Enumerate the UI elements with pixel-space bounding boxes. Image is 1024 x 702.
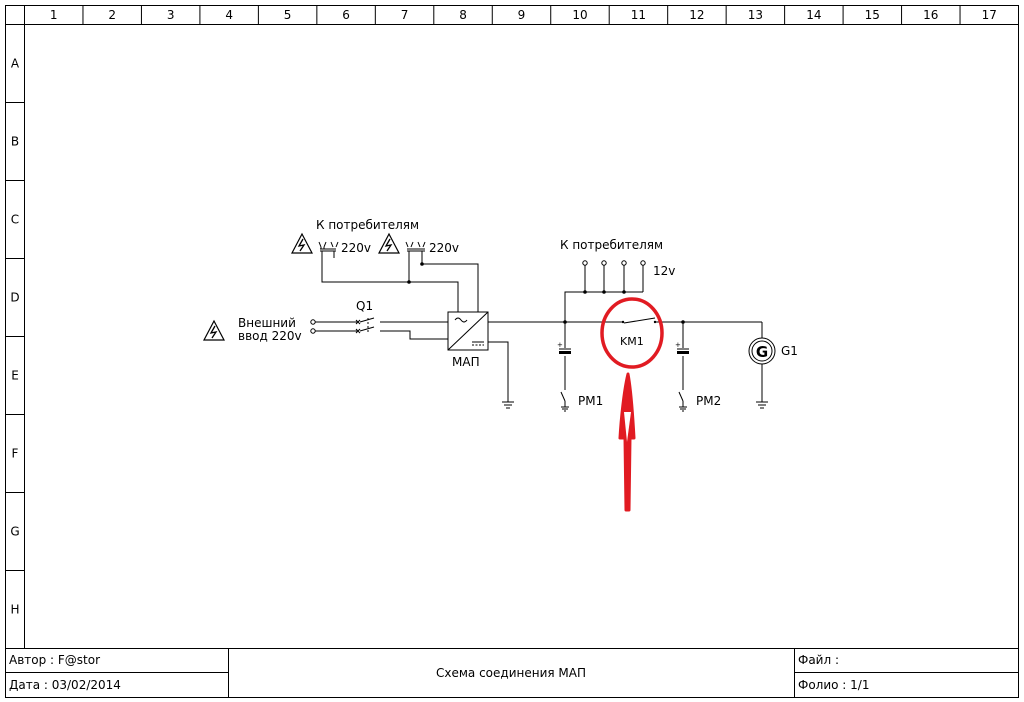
dc-consumers-label: К потребителям	[560, 238, 663, 252]
battery1-label: PM1	[578, 394, 603, 408]
column-label: 11	[631, 8, 646, 22]
ac-consumers-label: К потребителям	[316, 218, 419, 232]
external-input-label-2: ввод 220v	[238, 329, 302, 343]
battery-pm2: + PM2	[675, 320, 721, 412]
relay-km1: KM1	[565, 317, 762, 348]
column-label: 9	[518, 8, 526, 22]
drawing-title: Схема соединения МАП	[436, 666, 586, 680]
outlet-voltage-1: 220v	[341, 241, 371, 255]
column-label: 3	[167, 8, 175, 22]
row-label: A	[11, 57, 20, 71]
column-label: 17	[982, 8, 997, 22]
ac-consumers-group: К потребителям 220v 220v	[291, 218, 479, 312]
breaker-label: Q1	[356, 299, 373, 313]
column-label: 13	[748, 8, 763, 22]
battery-pm1: + PM1	[557, 320, 603, 412]
drawing-frame	[5, 5, 1019, 698]
high-voltage-warning-icon	[378, 232, 400, 254]
dc-consumers-group: К потребителям 12v	[560, 238, 675, 322]
ground-icon	[502, 401, 514, 409]
row-label: C	[11, 213, 19, 227]
external-input-group: Внешний ввод 220v Q1	[203, 299, 448, 343]
socket-icon	[318, 241, 339, 252]
breaker-q1: Q1	[355, 299, 384, 334]
column-label: 5	[284, 8, 292, 22]
generator-g1: G G1	[748, 322, 798, 409]
column-label: 6	[342, 8, 350, 22]
high-voltage-warning-icon	[291, 232, 313, 254]
svg-text:+: +	[557, 341, 563, 349]
column-label: 12	[689, 8, 704, 22]
column-label: 1	[50, 8, 58, 22]
column-label: 15	[865, 8, 880, 22]
column-label: 8	[459, 8, 467, 22]
inverter-map: МАП	[447, 311, 489, 369]
red-highlight-annotation	[600, 297, 664, 512]
column-label: 14	[806, 8, 821, 22]
outlet-voltage-2: 220v	[429, 241, 459, 255]
row-label: D	[10, 291, 19, 305]
generator-symbol: G	[756, 343, 768, 361]
external-input-label-1: Внешний	[238, 316, 296, 330]
dc-voltage-label: 12v	[653, 264, 675, 278]
date-field: Дата : 03/02/2014	[9, 678, 121, 692]
column-label: 2	[108, 8, 116, 22]
generator-label: G1	[781, 344, 798, 358]
column-label: 10	[572, 8, 587, 22]
battery2-label: PM2	[696, 394, 721, 408]
inverter-label: МАП	[452, 355, 480, 369]
column-label: 4	[225, 8, 233, 22]
title-block: Автор : F@stor Дата : 03/02/2014 Схема с…	[5, 648, 1019, 698]
author-field: Автор : F@stor	[9, 653, 100, 667]
highlight-circle	[600, 297, 664, 369]
folio-field: Фолио : 1/1	[798, 678, 869, 692]
column-label: 16	[923, 8, 938, 22]
file-field: Файл :	[798, 653, 839, 667]
row-label: E	[11, 369, 19, 383]
row-ruler: A B C D E F G H	[5, 57, 25, 617]
socket-icon	[405, 241, 426, 252]
row-label: H	[10, 603, 19, 617]
column-label: 7	[401, 8, 409, 22]
relay-label: KM1	[620, 335, 644, 348]
high-voltage-warning-icon	[203, 319, 225, 341]
svg-text:+: +	[675, 341, 681, 349]
row-label: B	[11, 135, 19, 149]
row-label: G	[10, 525, 19, 539]
row-label: F	[12, 447, 19, 461]
